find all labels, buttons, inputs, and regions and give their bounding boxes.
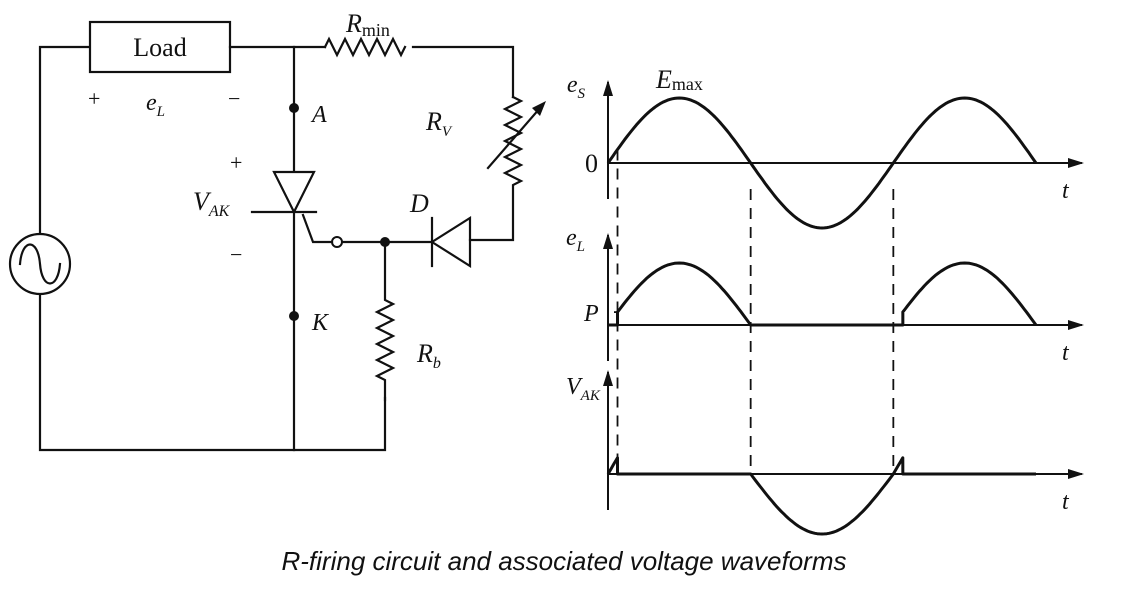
vak-minus: −: [230, 242, 242, 267]
vak-label: VAK: [193, 187, 231, 220]
scr-symbol: [272, 170, 316, 215]
rv-label: RV: [425, 107, 453, 140]
anode-label: A: [310, 102, 327, 128]
p-level-label: P: [583, 301, 599, 327]
y-axis-arrow-0: [603, 80, 613, 96]
diode-label: D: [409, 189, 429, 218]
el-minus: −: [228, 86, 240, 111]
diode-d: [429, 216, 472, 268]
origin-label: 0: [585, 149, 598, 178]
resistor-rv: [468, 95, 524, 242]
figure-caption: R-firing circuit and associated voltage …: [281, 546, 846, 576]
rv-arrow-line: [486, 106, 542, 170]
y-axis-label-0: eS: [567, 72, 586, 102]
waveform-v-ak: [606, 456, 1036, 536]
el-plus: +: [88, 86, 100, 111]
y-axis-label-1: eL: [566, 225, 585, 255]
y-axis-arrow-2: [603, 370, 613, 386]
x-axis-arrow-0: [1068, 158, 1084, 168]
sine-glyph: [18, 243, 62, 285]
waveform-e-s: [606, 96, 1038, 230]
x-axis-label-2: t: [1062, 489, 1070, 515]
y-axis-label-2: VAK: [566, 374, 601, 404]
rv-arrow-head: [532, 101, 546, 116]
resistor-rmin: [323, 36, 407, 58]
wire-source-top: [38, 45, 90, 235]
cathode-label: K: [311, 310, 330, 336]
resistor-rb: [374, 240, 396, 402]
x-axis-arrow-1: [1068, 320, 1084, 330]
load-label: Load: [133, 33, 186, 62]
ac-source-icon: [8, 232, 72, 296]
rb-label: Rb: [416, 339, 441, 372]
x-axis-label-1: t: [1062, 340, 1070, 366]
el-label: eL: [146, 90, 165, 120]
wire-bottom: [38, 293, 387, 452]
gate-lead: [301, 213, 334, 244]
rmin-label: Rmin: [345, 9, 390, 40]
x-axis-arrow-2: [1068, 469, 1084, 479]
y-axis-arrow-1: [603, 233, 613, 249]
anode-dot: [289, 103, 299, 113]
vak-plus: +: [230, 150, 242, 175]
cathode-dot: [289, 311, 299, 321]
wire-rmin-rv: [411, 45, 515, 99]
circuit: Load + eL − A + VAK − K: [8, 9, 546, 452]
waveform-e-l: [608, 261, 1038, 327]
x-axis-label-0: t: [1062, 178, 1070, 204]
gate-terminal: [331, 236, 343, 248]
emax-label: Emax: [655, 65, 703, 94]
